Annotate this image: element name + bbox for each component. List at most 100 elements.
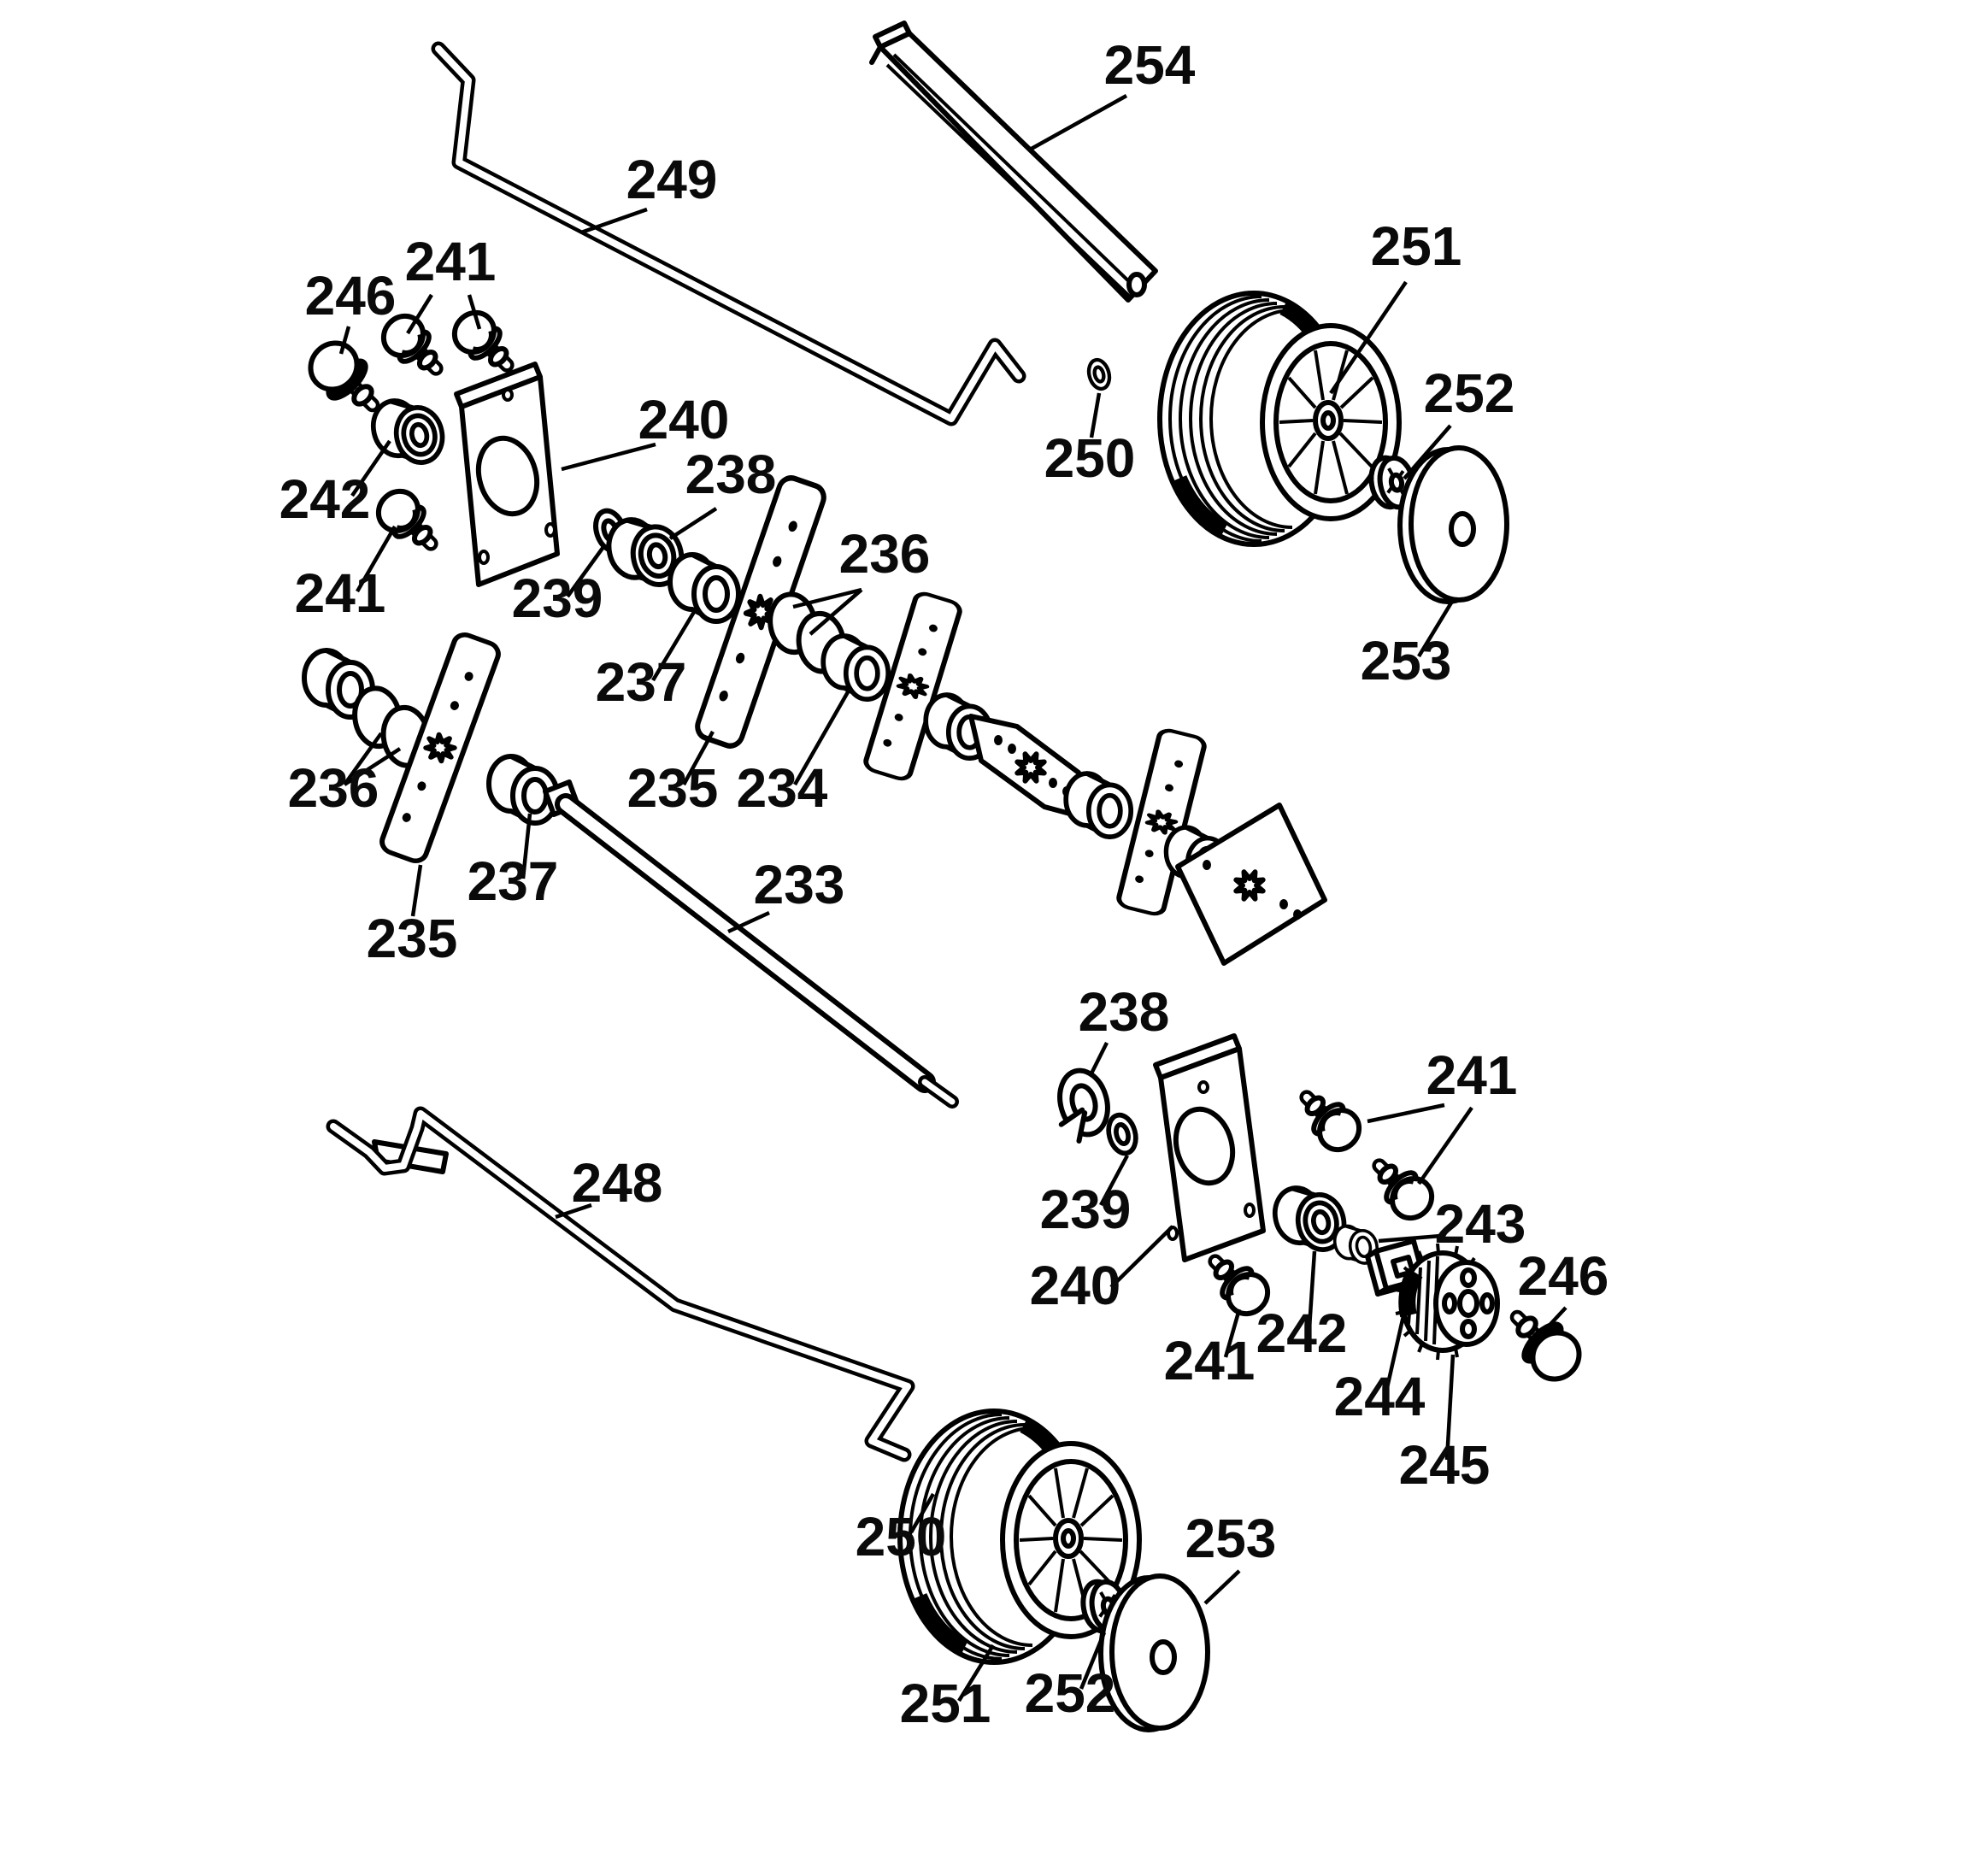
leader-line-236-left	[343, 747, 402, 786]
leader-line-241-right-pair	[1367, 1103, 1445, 1124]
part-label-251-top: 251	[1371, 215, 1462, 277]
leader-line-237-left	[520, 813, 532, 879]
leader-line-240-top	[561, 442, 656, 472]
part-label-241-right-pair: 241	[1426, 1044, 1518, 1106]
leader-line-252-low	[1079, 1632, 1107, 1690]
leader-line-235-left	[410, 864, 423, 917]
washer-250-top	[1085, 357, 1112, 391]
bearing-plate-240-low	[1153, 1033, 1266, 1262]
part-label-245: 245	[1399, 1434, 1491, 1496]
part-label-235-mid: 235	[627, 757, 719, 819]
leader-line-241-left	[356, 525, 397, 593]
bearing-ring-238-low	[1057, 1067, 1110, 1145]
part-label-238-top: 238	[685, 444, 777, 505]
bolt-241-top-b	[446, 304, 521, 379]
wheel-251-top	[1160, 293, 1399, 544]
part-label-250-top: 250	[1044, 427, 1136, 489]
leader-line-243	[1378, 1233, 1442, 1244]
leader-line-239-top	[566, 545, 605, 598]
leader-line-253-top	[1417, 598, 1455, 658]
leader-line-236-left	[343, 732, 383, 786]
leader-line-240-low	[1109, 1225, 1174, 1289]
part-label-236-left: 236	[288, 757, 379, 819]
part-label-252-low: 252	[1025, 1662, 1116, 1724]
part-label-251-low: 251	[900, 1673, 991, 1734]
part-label-239-low: 239	[1040, 1179, 1132, 1240]
part-label-253-top: 253	[1361, 630, 1452, 691]
leader-line-236-right	[809, 588, 863, 636]
leader-line-241-top-pair	[467, 294, 482, 330]
leader-line-250-low	[909, 1492, 935, 1534]
bolt-241-right-a	[1292, 1083, 1367, 1158]
bolt-246-low	[1500, 1300, 1588, 1388]
hub-cap-253-low	[1101, 1576, 1208, 1730]
handle-rod-248	[326, 1106, 915, 1462]
leader-line-236-right	[792, 587, 862, 609]
part-label-237-top: 237	[596, 651, 687, 713]
leader-line-238-low	[1088, 1041, 1109, 1077]
leader-line-234	[793, 689, 850, 786]
part-label-234: 234	[737, 757, 828, 819]
part-label-238-low: 238	[1079, 981, 1170, 1043]
leader-line-249	[580, 207, 648, 235]
part-label-242-low: 242	[1256, 1303, 1348, 1364]
part-label-241-top-pair: 241	[405, 231, 497, 292]
leader-line-246-low	[1542, 1306, 1567, 1333]
leader-line-251-top	[1329, 280, 1408, 395]
leader-line-248	[555, 1203, 592, 1220]
part-label-239-top: 239	[512, 568, 603, 629]
leader-line-239-low	[1099, 1154, 1129, 1207]
leader-line-251-low	[957, 1644, 995, 1703]
part-label-233: 233	[754, 854, 845, 915]
bolt-241-right-b	[1365, 1151, 1440, 1226]
part-label-237-left: 237	[468, 850, 559, 912]
leader-line-245	[1444, 1354, 1456, 1461]
leader-line-253-low	[1203, 1569, 1241, 1605]
part-label-254: 254	[1104, 34, 1196, 96]
part-label-246-low: 246	[1518, 1245, 1609, 1307]
spacer-reel-b	[1066, 773, 1131, 837]
end-blade	[1175, 803, 1327, 966]
leader-line-254	[1028, 94, 1128, 151]
leader-line-250-top	[1089, 392, 1102, 438]
part-label-249: 249	[626, 149, 718, 210]
leader-line-238-top	[668, 507, 718, 540]
part-label-240-top: 240	[638, 389, 730, 450]
part-label-241-low: 241	[1164, 1330, 1256, 1391]
leader-line-233	[727, 910, 770, 934]
leader-line-237-top	[651, 610, 696, 682]
leader-line-241-right-pair	[1417, 1106, 1473, 1185]
spacer-237-top	[670, 555, 738, 621]
part-label-242-left: 242	[279, 468, 371, 530]
bearing-plate-240-top	[454, 362, 560, 587]
leader-line-241-low	[1223, 1308, 1242, 1358]
pinion-gear-245	[1395, 1243, 1500, 1361]
part-label-250-low: 250	[856, 1506, 947, 1567]
labels-layer: 2542492512412462502522402382362422392532…	[279, 34, 1609, 1734]
washer-239-low	[1104, 1112, 1139, 1156]
handle-rod-249	[431, 41, 1026, 426]
leader-line-241-top-pair	[406, 293, 433, 335]
part-label-241-left: 241	[295, 562, 386, 624]
spacer-234	[823, 636, 888, 699]
leader-line-235-mid	[682, 730, 715, 786]
part-label-252-top: 252	[1424, 362, 1515, 424]
leader-line-242-low	[1307, 1250, 1317, 1329]
part-label-246-top: 246	[305, 265, 397, 326]
leader-line-244	[1384, 1300, 1409, 1392]
part-label-248: 248	[572, 1152, 663, 1214]
part-label-253-low: 253	[1185, 1508, 1277, 1569]
hub-cap-253-top	[1400, 448, 1507, 602]
part-label-235-left: 235	[367, 908, 458, 969]
leader-line-242-left	[350, 439, 391, 497]
part-label-240-low: 240	[1030, 1255, 1121, 1316]
leader-line-246-top	[338, 326, 351, 355]
bushing-242-top	[368, 392, 447, 471]
cutter-bar-254	[869, 21, 1158, 303]
part-label-244: 244	[1334, 1366, 1426, 1427]
part-label-243: 243	[1435, 1193, 1526, 1255]
reel-shaft-233	[543, 779, 959, 1109]
part-label-236-right: 236	[839, 523, 931, 585]
